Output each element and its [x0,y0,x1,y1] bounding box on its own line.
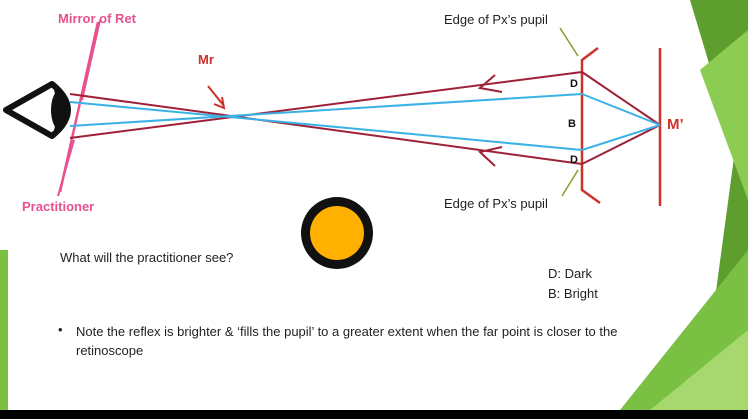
green-chevron-decoration [0,0,748,410]
mirror-pointer [81,19,101,101]
far-point-label: M’ [667,116,684,133]
practitioner-pointer [57,139,75,197]
edge-bottom-pointer [561,169,579,197]
dark-marker-bottom: D [570,154,578,166]
eye-icon [3,81,71,139]
edge-bottom-label: Edge of Px’s pupil [444,196,548,211]
note-text: Note the reflex is brighter & ‘fills the… [76,324,618,358]
edge-top-pointer [559,27,579,57]
bright-marker: B [568,118,576,130]
retinoscopy-diagram [0,0,748,410]
mr-label: Mr [198,52,214,67]
reflex-circle-icon [301,197,373,269]
dark-marker-top: D [570,78,578,90]
pupil-bracket [580,47,601,205]
bottom-bar [0,410,748,419]
note-bullet: • [58,322,63,337]
legend-dark: D: Dark [548,266,593,281]
practitioner-label: Practitioner [22,199,95,214]
edge-top-label: Edge of Px’s pupil [444,12,548,27]
slide: Mirror of Ret Practitioner Mr Edge of Px… [0,0,748,410]
question-text: What will the practitioner see? [60,250,234,265]
mr-arrow-icon [207,85,226,110]
ray-arrow-icon [477,74,503,167]
mirror-label: Mirror of Ret [58,11,136,26]
legend-bright: B: Bright [548,286,598,301]
bright-rays [69,93,661,151]
dark-rays [69,71,661,165]
